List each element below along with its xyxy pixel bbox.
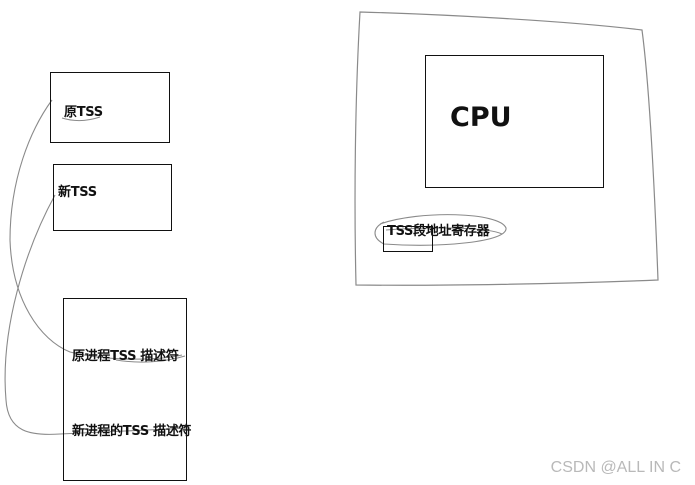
tss-register-label: TSS段地址寄存器 [387,224,490,239]
link-new-tss-to-desc [4,194,191,435]
new-tss-label: 新TSS [58,185,97,200]
tss-register-box [383,226,433,252]
tss-register-scribble-2 [385,227,503,235]
old-tss-box [50,72,170,143]
cpu-panel-outline [354,11,659,286]
cpu-box [425,55,604,188]
gdt-box [63,298,187,481]
new-tss-descriptor-label: 新进程的TSS 描述符 [72,424,192,439]
tss-register-scribble [374,214,507,246]
watermark: CSDN @ALL IN C [550,459,681,476]
cpu-label: CPU [450,102,512,133]
old-tss-label: 原TSS [64,105,103,120]
old-desc-underline [115,355,186,363]
old-tss-underline [61,116,101,121]
link-old-tss-to-desc [9,99,183,360]
old-tss-descriptor-label: 原进程TSS 描述符 [72,349,179,364]
new-tss-box [53,164,172,231]
